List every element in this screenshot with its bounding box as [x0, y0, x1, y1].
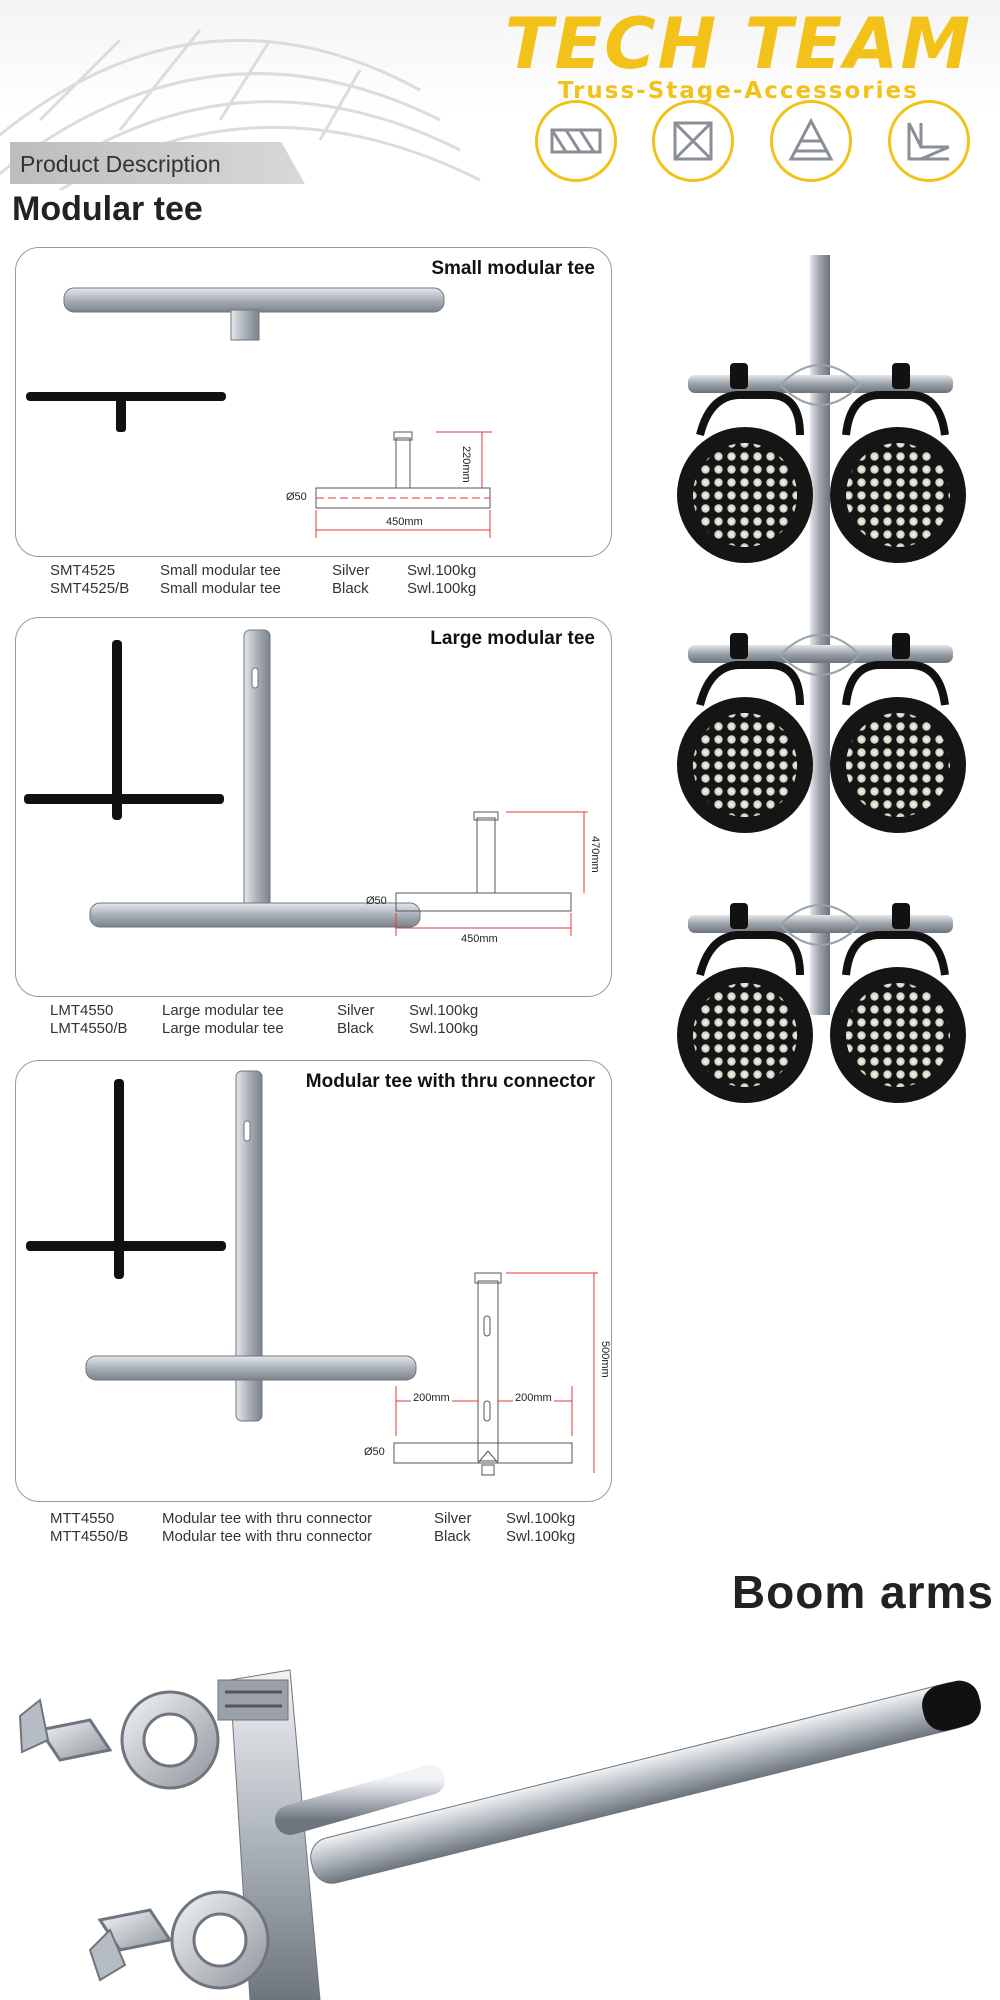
dim-left: 200mm [411, 1392, 452, 1404]
brand-name: TECH TEAM [504, 3, 972, 85]
thru-tee-dimension-drawing [393, 1272, 598, 1476]
small-tee-illustration [26, 287, 492, 538]
truss-box-icon [652, 100, 734, 182]
truss-square-icon [535, 100, 617, 182]
dim-right: 200mm [513, 1392, 554, 1404]
dim-width: 450mm [461, 933, 498, 945]
brand-block: TECH TEAM Truss-Stage-Accessories [505, 8, 972, 104]
large-tee-dimension-drawing [395, 811, 588, 936]
tee-with-par-lights-photo [660, 255, 980, 1155]
large-tee-illustration [24, 629, 588, 936]
panel-small-modular-tee: Small modular tee 220mm 450mm Ø50 [15, 247, 612, 557]
page-header: TECH TEAM Truss-Stage-Accessories Produc… [0, 0, 1000, 190]
dim-width: 450mm [386, 516, 423, 528]
truss-corner-icon [888, 100, 970, 182]
panel-title: Modular tee with thru connector [305, 1071, 595, 1092]
dim-diameter: Ø50 [366, 895, 387, 907]
panel-title: Small modular tee [431, 258, 595, 279]
panel-modular-tee-thru: Modular tee with thru connector 200mm 20… [15, 1060, 612, 1502]
panel-large-modular-tee: Large modular tee 470mm 450mm Ø50 [15, 617, 612, 997]
boom-arm-photo [18, 1669, 981, 2000]
dim-height: 470mm [589, 836, 601, 873]
dim-diameter: Ø50 [364, 1446, 385, 1458]
truss-tower-icon [770, 100, 852, 182]
dim-height: 220mm [460, 446, 472, 483]
small-tee-dimension-drawing [315, 431, 492, 538]
dim-diameter: Ø50 [286, 491, 307, 503]
half-coupler-clamp-top [18, 1690, 220, 1790]
boom-arms-title: Boom arms [731, 1566, 994, 1618]
panel-title: Large modular tee [430, 628, 595, 649]
dim-height: 500mm [599, 1341, 611, 1378]
brand-tagline: Truss-Stage-Accessories [557, 78, 919, 104]
thru-tee-illustration [26, 1070, 598, 1476]
section-banner: Product Description [10, 142, 305, 184]
half-coupler-clamp-bottom [88, 1890, 270, 1990]
page-title: Modular tee [12, 190, 203, 228]
section-label: Product Description [20, 151, 221, 177]
